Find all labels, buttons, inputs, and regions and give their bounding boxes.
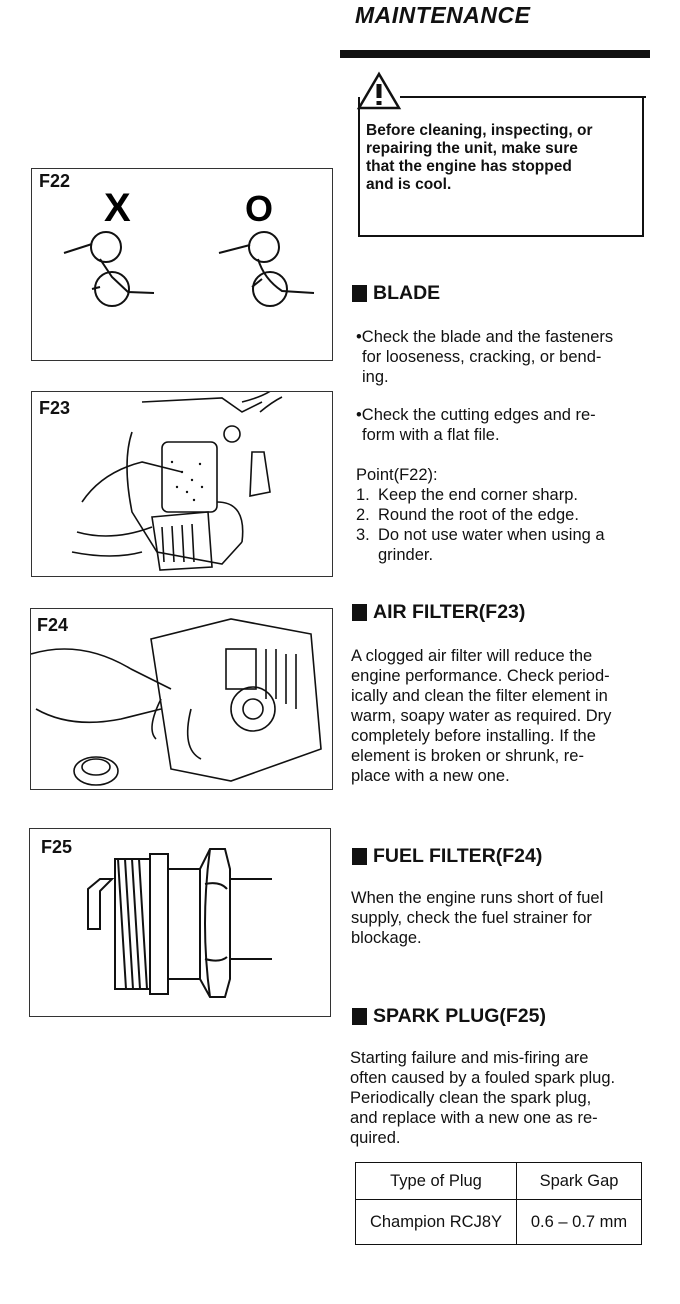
header-rule [340, 50, 650, 58]
text-line: warm, soapy water as required. Dry [351, 707, 612, 725]
section-bullet-icon [352, 848, 367, 865]
fuel-filter-heading-text: FUEL FILTER(F24) [373, 845, 543, 867]
spark-plug-text: Starting failure and mis-firing are ofte… [350, 1048, 646, 1148]
text-line: ically and clean the filter element in [351, 687, 608, 705]
figure-f22: F22 X O [31, 168, 333, 361]
warning-line: and is cool. [366, 176, 452, 193]
fuel-filter-illustration [31, 618, 322, 786]
text-line: •Check the cutting edges and re- [356, 406, 596, 424]
text-line: •Check the blade and the fasteners [356, 328, 614, 346]
spark-plug-heading-text: SPARK PLUG(F25) [373, 1005, 546, 1027]
text-line: A clogged air filter will reduce the [351, 647, 593, 665]
figure-f25: F25 [29, 828, 331, 1017]
blade-edge-illustration: X O [63, 186, 315, 307]
figure-f23: F23 [31, 391, 333, 577]
fuel-filter-text: When the engine runs short of fuel suppl… [351, 888, 645, 948]
text-line: place with a new one. [351, 767, 510, 785]
text-line: element is broken or shrunk, re- [351, 747, 584, 765]
point-text: Keep the end corner sharp. [378, 486, 578, 504]
spark-plug-heading: SPARK PLUG(F25) [352, 1005, 546, 1028]
blade-heading-text: BLADE [373, 282, 441, 304]
figure-label: F22 [39, 171, 71, 191]
text-line: form with a flat file. [362, 426, 500, 444]
text-line: Starting failure and mis-firing are [350, 1049, 589, 1067]
text-line: engine performance. Check period- [351, 667, 610, 685]
page-title: MAINTENANCE [355, 2, 531, 28]
table-cell: 0.6 – 0.7 mm [516, 1199, 642, 1245]
blade-heading: BLADE [352, 282, 440, 305]
point-text: Round the root of the edge. [378, 506, 579, 524]
air-filter-illustration [71, 392, 283, 571]
warning-line: Before cleaning, inspecting, or [366, 122, 593, 139]
wrong-mark: X [104, 186, 131, 230]
warning-box [358, 97, 644, 237]
point-text: Do not use water when using a grinder. [378, 526, 605, 564]
figure-f24: F24 [30, 608, 333, 790]
right-mark: O [245, 188, 273, 229]
text-line: ing. [362, 368, 389, 386]
right-edge-drawing [218, 231, 315, 307]
section-bullet-icon [352, 285, 367, 302]
text-line: supply, check the fuel strainer for [351, 909, 592, 927]
list-item: 3. Do not use water when using a grinder. [356, 525, 646, 565]
blade-points: Point(F22): 1. Keep the end corner sharp.… [356, 465, 646, 565]
text-line: quired. [350, 1129, 401, 1147]
figure-label: F25 [41, 837, 73, 857]
table-header-row: Type of Plug Spark Gap [355, 1162, 642, 1200]
fuel-filter-heading: FUEL FILTER(F24) [352, 845, 542, 868]
list-item: 1. Keep the end corner sharp. [356, 485, 646, 505]
figure-label: F23 [39, 398, 71, 418]
warning-top-line [400, 96, 646, 98]
point-label: Point(F22): [356, 466, 438, 484]
warning-icon [356, 71, 402, 110]
plug-table: Type of Plug Spark Gap Champion RCJ8Y 0.… [355, 1162, 642, 1245]
text-line: blockage. [351, 929, 422, 947]
point-number: 3. [356, 526, 370, 544]
section-bullet-icon [352, 1008, 367, 1025]
spark-plug-illustration [87, 848, 272, 998]
text-line: Periodically clean the spark plug, [350, 1089, 592, 1107]
warning-text: Before cleaning, inspecting, or repairin… [366, 122, 634, 194]
section-bullet-icon [352, 604, 367, 621]
text-line: often caused by a fouled spark plug. [350, 1069, 616, 1087]
table-cell: Champion RCJ8Y [355, 1199, 517, 1245]
table-header-cell: Spark Gap [516, 1162, 642, 1200]
blade-bullet-2: •Check the cutting edges and re- form wi… [356, 405, 646, 445]
table-row: Champion RCJ8Y 0.6 – 0.7 mm [355, 1199, 642, 1245]
figure-label: F24 [37, 615, 69, 635]
warning-line: repairing the unit, make sure [366, 140, 578, 157]
points-list: 1. Keep the end corner sharp. 2. Round the… [356, 485, 646, 565]
air-filter-text: A clogged air filter will reduce the eng… [351, 646, 645, 786]
text-line: When the engine runs short of fuel [351, 889, 604, 907]
text-line: completely before installing. If the [351, 727, 596, 745]
warning-line: that the engine has stopped [366, 158, 572, 175]
point-number: 1. [356, 486, 370, 504]
text-line: for looseness, cracking, or bend- [362, 348, 602, 366]
point-number: 2. [356, 506, 370, 524]
air-filter-heading-text: AIR FILTER(F23) [373, 601, 526, 623]
list-item: 2. Round the root of the edge. [356, 505, 646, 525]
text-line: and replace with a new one as re- [350, 1109, 598, 1127]
table-header-cell: Type of Plug [355, 1162, 517, 1200]
air-filter-heading: AIR FILTER(F23) [352, 601, 525, 624]
wrong-edge-drawing [63, 231, 155, 307]
blade-bullet-1: •Check the blade and the fasteners for l… [356, 327, 646, 387]
